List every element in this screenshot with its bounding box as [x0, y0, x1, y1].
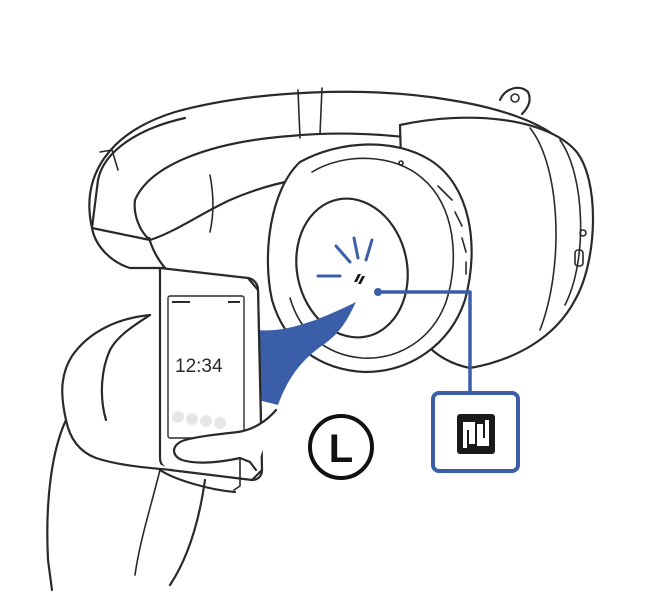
- nfc-signal-marks: [316, 236, 374, 278]
- smartphone: 12:34: [158, 266, 264, 491]
- nfc-touch-mark-icon: [354, 274, 365, 284]
- phone-clock: 12:34: [175, 356, 223, 377]
- nfc-n-mark-icon: [431, 391, 520, 473]
- left-ear-cup: [266, 116, 595, 374]
- nfc-callout-leader: [374, 288, 472, 392]
- left-side-marker: L: [308, 414, 374, 480]
- hand-holding-phone: 12:34: [46, 266, 278, 592]
- side-marker-letter: L: [329, 427, 353, 471]
- tap-motion-arrow: [258, 302, 356, 405]
